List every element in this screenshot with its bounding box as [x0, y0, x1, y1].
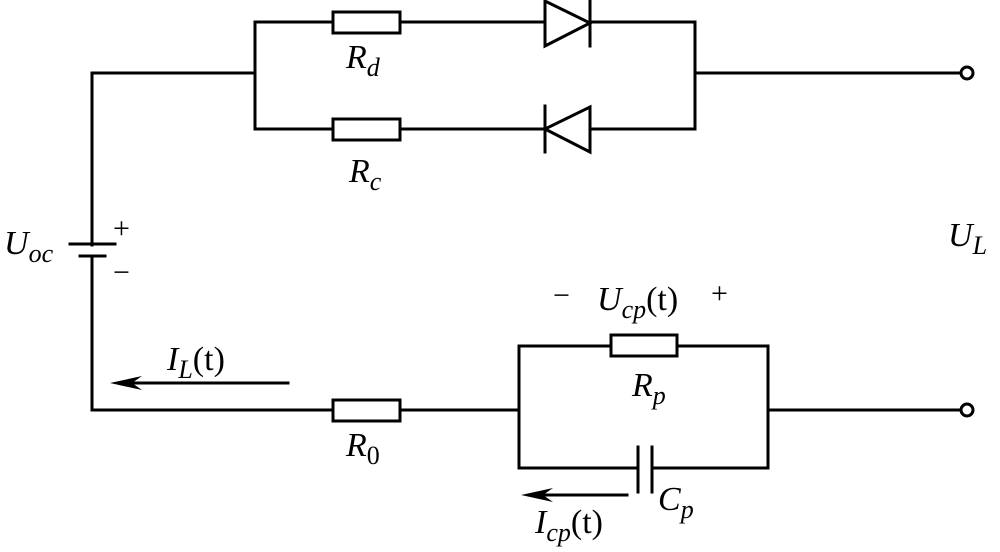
- label-icp: Icp(t): [534, 504, 603, 547]
- icp-arrow-icon: [521, 488, 629, 502]
- resistor-rc: [331, 117, 402, 142]
- label-il: IL(t): [166, 341, 225, 384]
- capacitor-cp-icon: [636, 445, 654, 494]
- label-cp: Cp: [658, 481, 694, 524]
- label-r0: R0: [345, 427, 380, 470]
- reverse-diode-icon: [541, 104, 592, 155]
- il-arrow-icon: [110, 376, 290, 390]
- forward-diode-icon: [543, 0, 594, 49]
- label-uoc: Uoc: [4, 225, 54, 268]
- top-terminal[interactable]: [959, 65, 975, 81]
- ucp-minus-sign: −: [553, 279, 570, 312]
- bottom-terminal[interactable]: [959, 402, 975, 418]
- resistor-r0: [331, 398, 402, 423]
- resistor-rp: [609, 333, 679, 358]
- battery-minus-sign: −: [113, 256, 130, 289]
- resistor-rd: [331, 10, 402, 35]
- label-rd: Rd: [345, 39, 381, 82]
- ucp-plus-sign: +: [711, 277, 728, 310]
- label-ucp: Ucp(t): [597, 281, 678, 324]
- label-rp: Rp: [631, 367, 666, 410]
- label-rc: Rc: [348, 153, 382, 196]
- battery-plus-sign: +: [113, 212, 130, 245]
- label-ul: UL: [948, 217, 987, 260]
